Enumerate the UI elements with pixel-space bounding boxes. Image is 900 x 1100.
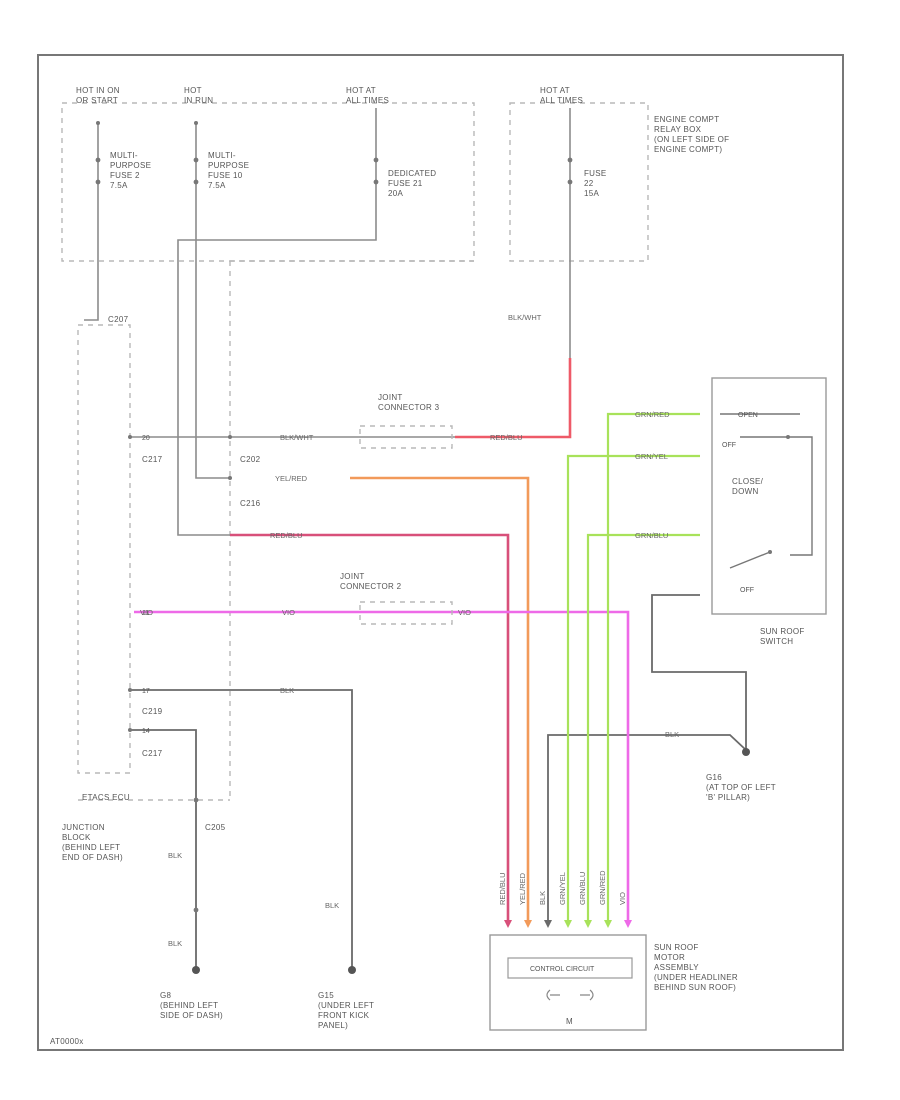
- control-circuit-label: CONTROL CIRCUIT: [530, 966, 595, 973]
- c205-label: C205: [205, 823, 226, 832]
- etacs-ecu-label: ETACS ECU: [82, 793, 130, 802]
- wire-label-red-blu-1: RED/BLU: [490, 433, 523, 442]
- motor-pin-label: GRN/BLU: [578, 872, 587, 905]
- wire-label-blk-5: BLK: [665, 730, 679, 739]
- joint-connector-2-box: [359, 601, 453, 625]
- motor-pin-label: GRN/RED: [598, 870, 607, 905]
- ground-g8-icon: [192, 966, 200, 974]
- pin-17: 17: [142, 688, 150, 695]
- switch-close-label: CLOSE/DOWN: [732, 477, 764, 496]
- switch-off-top-label: OFF: [722, 442, 736, 449]
- c219-label: C219: [142, 707, 163, 716]
- pin-11: 11: [142, 610, 149, 617]
- wire-label-blk-wht-v: BLK/WHT: [508, 313, 542, 322]
- wire-label-blk-2: BLK: [168, 851, 182, 860]
- wire-ded21: [177, 108, 377, 536]
- wire-label-vio-3: VIO: [458, 608, 471, 617]
- pin-20: 20: [142, 435, 150, 442]
- wire-mpf10: [195, 123, 230, 479]
- wire-label-grn-blu: GRN/BLU: [635, 531, 668, 540]
- motor-box: [489, 934, 647, 1031]
- fuse-symbols: [95, 121, 573, 913]
- diagram-id: AT0000x: [50, 1037, 84, 1046]
- junction-block-box: [77, 324, 131, 774]
- wire-blk-motor: [547, 734, 747, 920]
- wire-yel-red: [350, 476, 530, 920]
- wire-label-blk-3: BLK: [168, 939, 182, 948]
- motor-pin-arrows: [504, 920, 632, 928]
- wire-label-vio-1: VIO: [140, 608, 153, 617]
- etacs-top-connector: C207: [108, 315, 129, 324]
- wire-blk-c219: [130, 689, 353, 968]
- c202-label: C202: [240, 455, 261, 464]
- motor-pin-label: YEL/RED: [518, 872, 527, 905]
- switch-open-label: OPEN: [738, 412, 758, 419]
- switch-blade: [729, 551, 771, 569]
- sunroof-switch-box: [711, 377, 827, 615]
- wire-blk-switch: [651, 594, 747, 750]
- fuse-box-dashed: [61, 102, 475, 262]
- switch-common-line: [740, 436, 813, 556]
- wire-label-blk-4: BLK: [325, 901, 339, 910]
- c216-label: C216: [240, 499, 261, 508]
- joint-connector-3-box: [359, 425, 453, 449]
- motor-pin-labels: RED/BLU YEL/RED BLK GRN/YEL GRN/BLU GRN/RED VI…: [498, 870, 627, 905]
- switch-contact-b: [768, 550, 772, 554]
- switch-off-bottom-label: OFF: [740, 587, 754, 594]
- wire-label-grn-yel: GRN/YEL: [635, 452, 668, 461]
- switch-contact-a: [786, 435, 790, 439]
- pin-14: 14: [142, 728, 150, 735]
- c217b-label: C217: [142, 749, 163, 758]
- wire-label-vio-2: VIO: [282, 608, 295, 617]
- wire-blk-c217: [130, 729, 197, 968]
- motor-symbol: [546, 989, 594, 1001]
- wire-grn-red: [606, 412, 700, 920]
- motor-pin-label: VIO: [618, 892, 627, 905]
- wire-red-blu-1: [455, 358, 572, 439]
- relay-box-dashed: [509, 102, 649, 262]
- wire-grn-yel: [566, 454, 700, 920]
- wire-label-yel-red: YEL/RED: [275, 474, 308, 483]
- motor-m-label: M: [566, 1017, 573, 1026]
- ground-g16-icon: [742, 748, 750, 756]
- wire-vio: [134, 610, 630, 920]
- wire-label-blk-1: BLK: [280, 686, 294, 695]
- ground-g16-label: G16(AT TOP OF LEFT'B' PILLAR): [706, 773, 776, 802]
- control-circuit-box: [507, 957, 633, 979]
- motor-pin-label: RED/BLU: [498, 872, 507, 905]
- motor-pin-label: GRN/YEL: [558, 872, 567, 905]
- diagram-frame: [37, 54, 844, 1051]
- wire-label-blk-wht-h: BLK/WHT: [280, 433, 314, 442]
- ground-g15-icon: [348, 966, 356, 974]
- wire-grn-blu: [586, 533, 700, 920]
- motor-pin-label: BLK: [538, 891, 547, 905]
- wire-label-red-blu-2: RED/BLU: [270, 531, 303, 540]
- wire-mpf2: [84, 123, 99, 321]
- wire-red-blu-2: [230, 533, 510, 920]
- wire-label-grn-red: GRN/RED: [635, 410, 670, 419]
- c217a-label: C217: [142, 455, 163, 464]
